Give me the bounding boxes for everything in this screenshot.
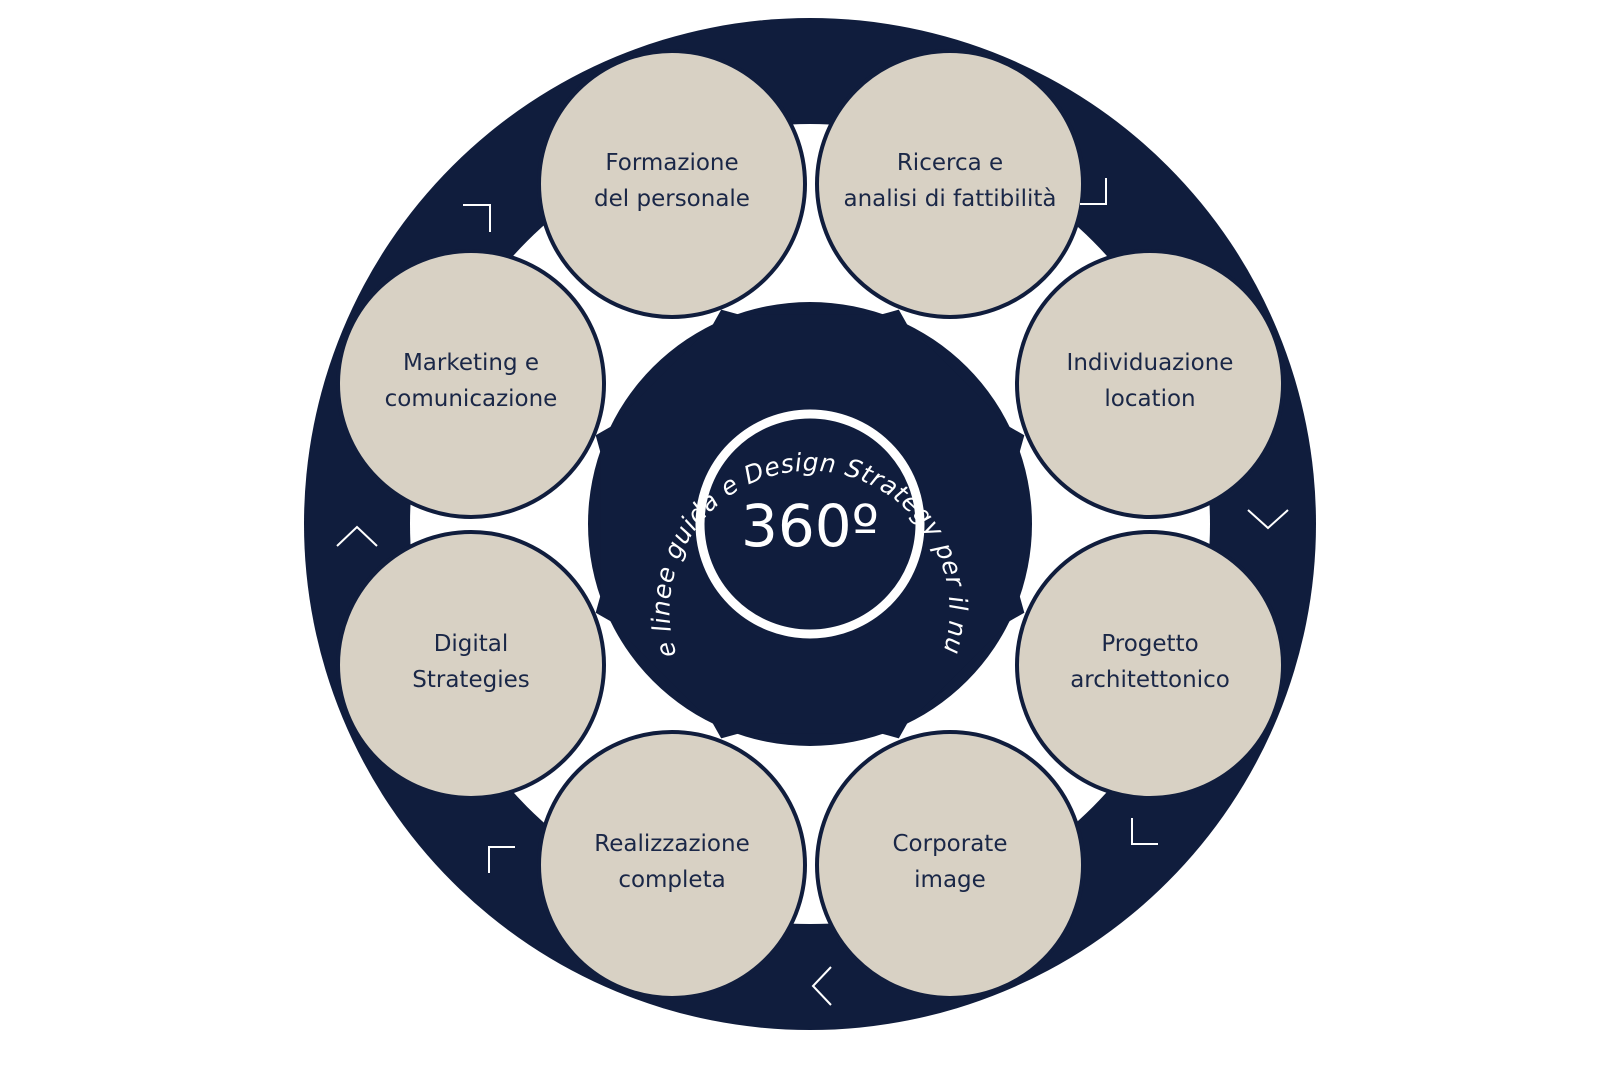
service-label-line: Progetto bbox=[1101, 631, 1198, 657]
service-label-line: image bbox=[914, 867, 986, 893]
service-label-line: del personale bbox=[594, 186, 750, 212]
service-label-line: Formazione bbox=[605, 150, 738, 176]
service-label-line: Marketing e bbox=[403, 350, 539, 376]
service-label-line: Digital bbox=[434, 631, 509, 657]
chevron-down-icon bbox=[1247, 509, 1289, 530]
service-label-line: comunicazione bbox=[385, 386, 558, 412]
center-label: 360º bbox=[741, 492, 879, 560]
chevron-left-icon bbox=[811, 966, 832, 1006]
service-label-line: Realizzazione bbox=[594, 831, 749, 857]
service-node-marketing: Marketing e comunicazione bbox=[336, 249, 606, 519]
corner-bottom-left-icon bbox=[488, 846, 515, 873]
chevron-up-icon bbox=[336, 525, 378, 547]
service-circle bbox=[537, 730, 807, 1000]
service-circle bbox=[1015, 530, 1285, 800]
service-label-line: location bbox=[1104, 386, 1195, 412]
service-label-line: Corporate bbox=[893, 831, 1008, 857]
service-label-line: analisi di fattibilità bbox=[843, 186, 1056, 212]
service-circle bbox=[336, 530, 606, 800]
service-label-line: Strategies bbox=[412, 667, 529, 693]
service-circle bbox=[815, 49, 1085, 319]
decorations bbox=[336, 178, 1289, 1006]
service-label-line: Individuazione bbox=[1067, 350, 1234, 376]
service-circle bbox=[1015, 249, 1285, 519]
service-label-line: Ricerca e bbox=[897, 150, 1003, 176]
service-node-corporate: Corporate image bbox=[815, 730, 1085, 1000]
service-label-line: architettonico bbox=[1070, 667, 1230, 693]
corner-bottom-right-icon bbox=[1131, 818, 1158, 845]
service-circle bbox=[537, 49, 807, 319]
service-label-line: completa bbox=[618, 867, 725, 893]
service-nodes: Formazione del personale Ricerca e analisi … bbox=[336, 49, 1285, 1000]
center-ring bbox=[695, 409, 925, 639]
service-node-formazione: Formazione del personale bbox=[537, 49, 807, 319]
service-node-ricerca: Ricerca e analisi di fattibilità bbox=[815, 49, 1085, 319]
service-circle bbox=[815, 730, 1085, 1000]
service-node-individuazione: Individuazione location bbox=[1015, 249, 1285, 519]
service-circle bbox=[336, 249, 606, 519]
corner-top-right-icon bbox=[1080, 178, 1107, 205]
service-node-progetto: Progetto architettonico bbox=[1015, 530, 1285, 800]
service-node-realizzazione: Realizzazione completa bbox=[537, 730, 807, 1000]
corner-top-left-icon bbox=[463, 204, 491, 232]
